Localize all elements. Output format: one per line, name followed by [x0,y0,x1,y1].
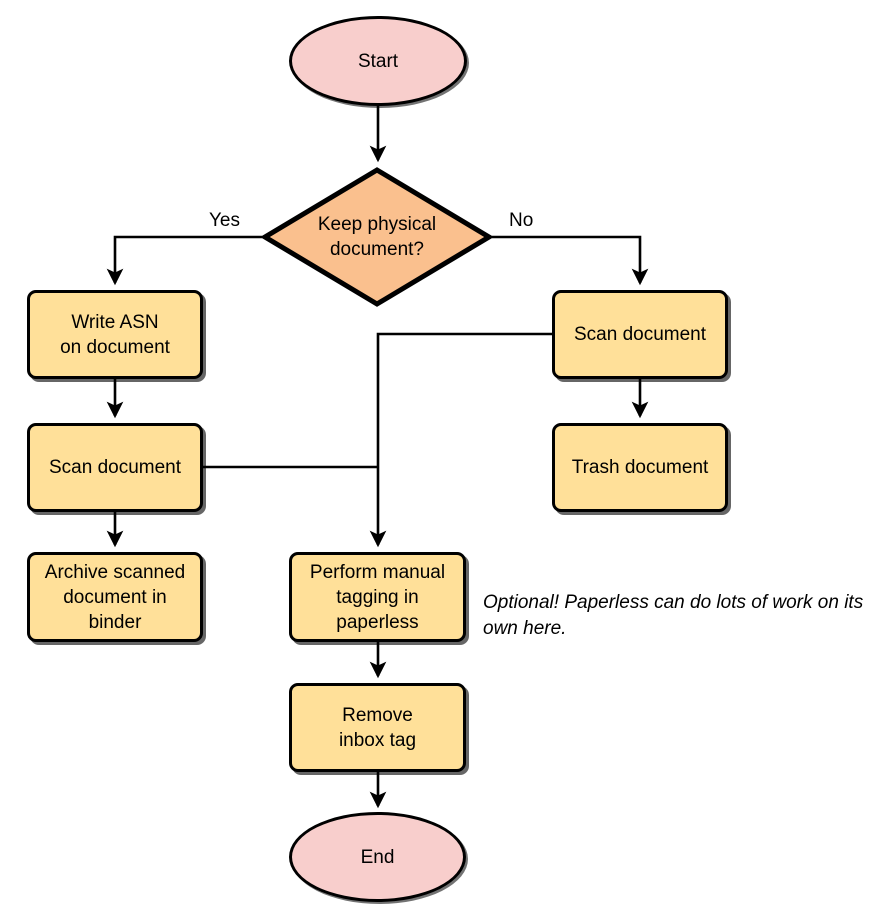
node-write-asn-on-document[interactable]: Write ASN on document [27,290,203,379]
edge-scan-right-to-tagging [369,332,552,548]
node-write-asn-on-document-label: Write ASN on document [60,311,170,358]
node-scan-document-left[interactable]: Scan document [27,423,203,512]
node-remove-inbox-tag[interactable]: Remove inbox tag [289,683,466,772]
node-keep-physical-document-label: Keep physical document? [317,214,437,260]
node-archive-scanned-document-in-binder-label: Archive scanned document in binder [44,561,186,633]
node-start[interactable]: Start [289,16,467,106]
node-scan-document-right[interactable]: Scan document [552,290,728,379]
node-remove-inbox-tag-label: Remove inbox tag [338,704,417,751]
node-scan-document-left-label: Scan document [48,457,182,478]
edge-label-no: No [509,210,534,231]
node-keep-physical-document[interactable]: Keep physical document? [262,167,492,307]
diamond-shape [262,167,492,307]
node-end-label: End [360,846,395,868]
node-trash-document-label: Trash document [571,457,709,478]
edge-label-yes: Yes [209,210,240,231]
edge-decision-to-write-asn [106,235,262,286]
node-perform-manual-tagging-in-paperless-label: Perform manual tagging in paperless [309,561,446,633]
node-end[interactable]: End [289,812,466,902]
node-archive-scanned-document-in-binder[interactable]: Archive scanned document in binder [27,552,203,642]
node-trash-document[interactable]: Trash document [552,423,728,512]
edge-decision-to-scan-right [492,235,649,286]
node-perform-manual-tagging-in-paperless[interactable]: Perform manual tagging in paperless [289,552,466,642]
node-scan-document-right-label: Scan document [573,324,707,345]
annotation-optional-note: Optional! Paperless can do lots of work … [483,592,864,639]
node-start-label: Start [357,50,399,72]
